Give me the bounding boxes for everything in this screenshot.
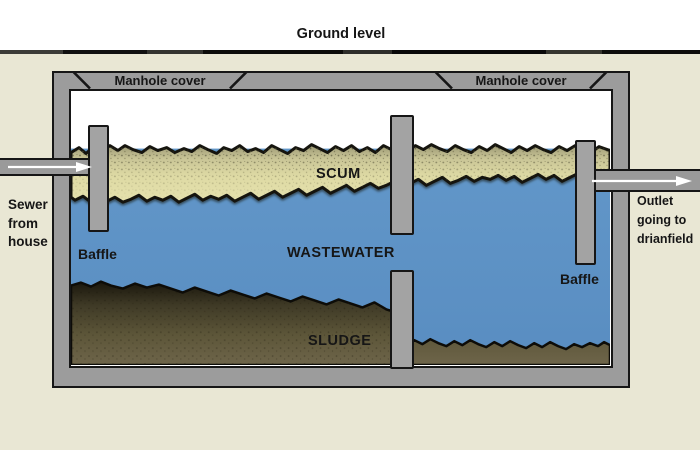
- center-divider-lower: [390, 270, 414, 369]
- sewer-label-line3: house: [8, 234, 48, 249]
- manhole-cover-marks: [72, 71, 608, 89]
- inlet-flow-arrow-icon: [8, 162, 92, 172]
- sewer-from-house-label: Sewer from house: [8, 196, 48, 252]
- center-divider-upper: [390, 115, 414, 235]
- tank-interior: [69, 89, 613, 368]
- sludge-layer-label: SLUDGE: [308, 333, 372, 349]
- outlet-label-line3: drianfield: [637, 232, 694, 246]
- wastewater-layer-label: WASTEWATER: [287, 245, 395, 261]
- ground-level-label: Ground level: [296, 26, 386, 42]
- sludge-layer: [71, 280, 610, 365]
- outlet-flow-arrow-icon: [592, 176, 692, 186]
- tank-contents-graphic: [71, 143, 610, 365]
- outlet-label-line2: going to: [637, 213, 687, 227]
- baffle-right-label: Baffle: [560, 271, 599, 287]
- inlet-baffle: [88, 125, 109, 232]
- baffle-left-label: Baffle: [78, 246, 117, 262]
- manhole-cover-label-right: Manhole cover: [475, 73, 567, 88]
- outlet-label-line1: Outlet: [637, 194, 674, 208]
- sewer-label-line2: from: [8, 215, 38, 231]
- sewer-label-line1: Sewer: [8, 197, 48, 212]
- outlet-baffle: [575, 140, 596, 265]
- outlet-drainfield-label: Outlet going to drianfield: [637, 192, 693, 249]
- scum-layer-label: SCUM: [316, 166, 361, 182]
- ground-level-line: [0, 50, 700, 54]
- manhole-cover-label-left: Manhole cover: [114, 73, 206, 88]
